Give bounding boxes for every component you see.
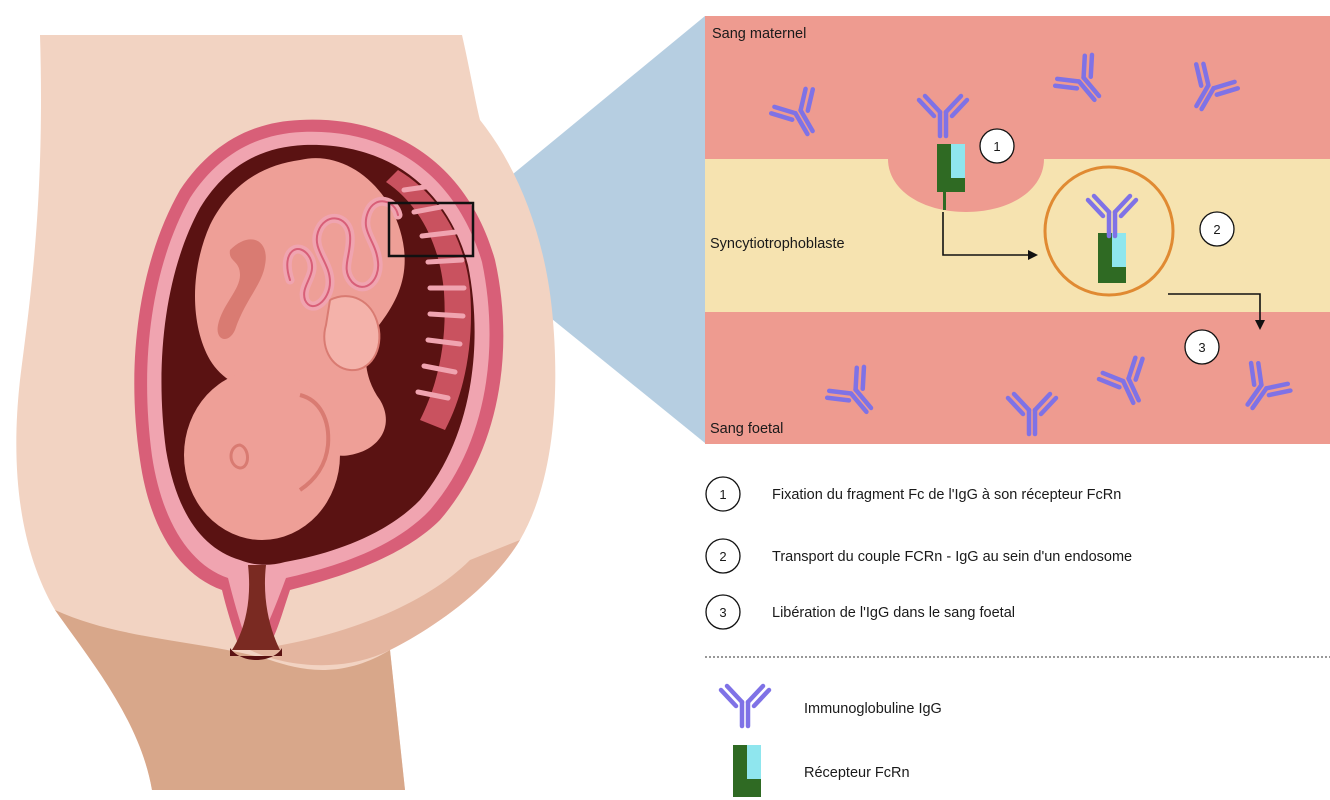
fetus-head — [184, 370, 340, 540]
igg-legend-symbol — [721, 686, 769, 726]
legend-igg-icon — [721, 686, 769, 726]
step-marker-2-num: 2 — [1213, 222, 1220, 237]
legend-step-2-num: 2 — [719, 549, 726, 564]
steps-legend: 1 Fixation du fragment Fc de l'IgG à son… — [706, 477, 1132, 629]
legend-step-2-text: Transport du couple FCRn - IgG au sein d… — [772, 549, 1132, 565]
step-marker-1: 1 — [980, 129, 1014, 163]
legend-igg-label: Immunoglobuline IgG — [804, 701, 942, 717]
legend-fcrn-icon — [733, 745, 761, 797]
legend-fcrn-label: Récepteur FcRn — [804, 765, 910, 781]
zone-label-syncytio: Syncytiotrophoblaste — [710, 236, 845, 252]
legend-step-3: 3 Libération de l'IgG dans le sang foeta… — [706, 595, 1015, 629]
legend-step-3-text: Libération de l'IgG dans le sang foetal — [772, 605, 1015, 621]
zone-label-maternal: Sang maternel — [712, 26, 806, 42]
step-marker-2: 2 — [1200, 212, 1234, 246]
symbols-legend: Immunoglobuline IgG Récepteur FcRn — [721, 686, 942, 797]
legend-step-3-num: 3 — [719, 605, 726, 620]
legend-step-2: 2 Transport du couple FCRn - IgG au sein… — [706, 539, 1132, 573]
step-marker-3: 3 — [1185, 330, 1219, 364]
zoom-panel: Sang maternel Syncytiotrophoblaste Sang … — [705, 16, 1330, 444]
step-marker-3-num: 3 — [1198, 340, 1205, 355]
fcrn-receptor-endosome — [1098, 233, 1126, 283]
pregnancy-illustration — [16, 35, 555, 790]
fetal-blood-zone — [705, 312, 1330, 444]
legend-step-1-text: Fixation du fragment Fc de l'IgG à son r… — [772, 487, 1121, 503]
legend-step-1-num: 1 — [719, 487, 726, 502]
zone-label-fetal: Sang foetal — [710, 421, 783, 437]
legend-step-1: 1 Fixation du fragment Fc de l'IgG à son… — [706, 477, 1121, 511]
step-marker-1-num: 1 — [993, 139, 1000, 154]
